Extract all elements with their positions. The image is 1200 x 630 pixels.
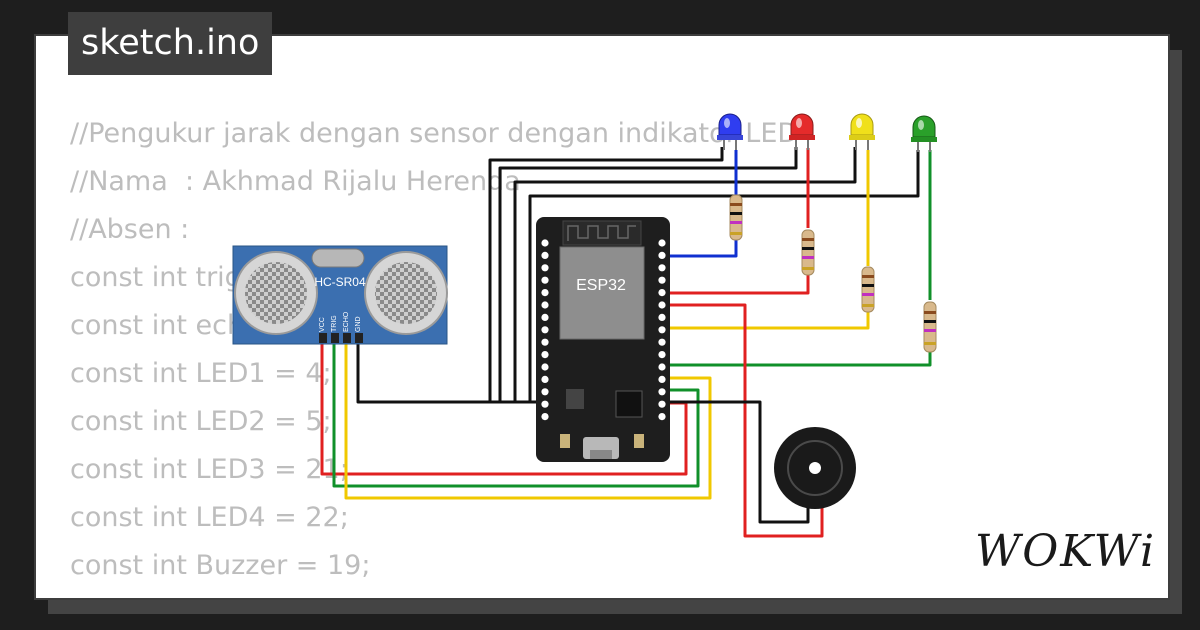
resistor-1[interactable]	[729, 194, 743, 241]
wire-green-led[interactable]	[666, 150, 932, 367]
esp32-board[interactable]: ESP32	[536, 217, 670, 462]
esp32-pin[interactable]	[658, 400, 666, 408]
esp32-pin[interactable]	[658, 413, 666, 421]
code-line: const int Buzzer = 19;	[70, 550, 371, 581]
wire-red-buzzer[interactable]	[666, 303, 824, 538]
esp32-pin[interactable]	[541, 351, 549, 359]
file-tab[interactable]: sketch.ino	[68, 12, 273, 75]
wire-yellow-echo[interactable]	[344, 340, 712, 500]
esp32-pin[interactable]	[541, 326, 549, 334]
esp32-pin[interactable]	[541, 313, 549, 321]
resistors	[729, 194, 937, 353]
wire-red-led[interactable]	[666, 148, 810, 295]
esp32-pin[interactable]	[541, 276, 549, 284]
wokwi-logo: WOKWi	[975, 526, 1157, 577]
esp32-pin[interactable]	[541, 388, 549, 396]
wire-blue[interactable]	[666, 150, 738, 258]
leds	[717, 113, 937, 152]
esp32-pin[interactable]	[658, 313, 666, 321]
esp32-pin[interactable]	[541, 301, 549, 309]
wire-black-buzzer[interactable]	[666, 400, 810, 524]
led-yellow[interactable]	[849, 113, 875, 150]
wire-black-led4[interactable]	[528, 150, 920, 402]
resistor-3[interactable]	[861, 266, 875, 313]
code-line: //Absen :	[70, 214, 190, 245]
esp32-pin[interactable]	[658, 264, 666, 272]
sensor-pin-label: ECHO	[343, 311, 350, 332]
esp32-pin[interactable]	[541, 251, 549, 259]
esp32-pin[interactable]	[541, 400, 549, 408]
code-line: //Pengukur jarak dengan sensor dengan in…	[70, 118, 799, 149]
sensor-pin-label: GND	[355, 316, 362, 332]
wire-black-gnd-sensor[interactable]	[356, 340, 540, 404]
esp32-pin[interactable]	[658, 375, 666, 383]
esp32-pin[interactable]	[658, 351, 666, 359]
esp32-pin[interactable]	[658, 326, 666, 334]
esp32-pin[interactable]	[658, 251, 666, 259]
esp32-pin[interactable]	[541, 375, 549, 383]
code-line: const int LED1 = 4;	[70, 358, 332, 389]
wires	[320, 147, 932, 538]
wire-yellow-led[interactable]	[666, 150, 870, 330]
sensor-pin-label: TRIG	[331, 315, 338, 332]
ultrasonic-sensor[interactable]: HC-SR04 VCC TRIG ECHO GND	[232, 245, 448, 345]
buzzer[interactable]	[774, 427, 856, 509]
esp32-pin[interactable]	[658, 363, 666, 371]
esp32-pin[interactable]	[658, 276, 666, 284]
sensor-pin-label: VCC	[319, 317, 326, 332]
esp32-pin[interactable]	[541, 413, 549, 421]
wire-green-trig[interactable]	[332, 340, 700, 488]
esp32-pin-headers	[541, 239, 666, 421]
esp32-pin[interactable]	[541, 363, 549, 371]
code-line: const int LED4 = 22;	[70, 502, 349, 533]
resistor-2[interactable]	[801, 229, 815, 276]
sensor-label: HC-SR04	[314, 275, 366, 289]
esp32-pin[interactable]	[541, 239, 549, 247]
esp32-pin[interactable]	[658, 289, 666, 297]
esp32-pin[interactable]	[658, 338, 666, 346]
resistor-4[interactable]	[923, 301, 937, 353]
esp32-pin[interactable]	[541, 289, 549, 297]
esp32-pin[interactable]	[658, 301, 666, 309]
code-line: const int LED3 = 21;	[70, 454, 349, 485]
esp32-pin[interactable]	[658, 388, 666, 396]
code-line: //Nama : Akhmad Rijalu Herenda	[70, 166, 521, 197]
led-green[interactable]	[911, 115, 937, 152]
esp32-label: ESP32	[576, 277, 626, 294]
esp32-pin[interactable]	[541, 264, 549, 272]
esp32-pin[interactable]	[658, 239, 666, 247]
wire-black-led3[interactable]	[513, 147, 857, 402]
wire-black-led2[interactable]	[498, 147, 798, 402]
esp32-pin[interactable]	[541, 338, 549, 346]
code-line: const int LED2 = 5;	[70, 406, 332, 437]
code-background: //Pengukur jarak dengan sensor dengan in…	[70, 110, 798, 590]
led-red[interactable]	[789, 113, 815, 150]
led-blue[interactable]	[717, 113, 743, 150]
